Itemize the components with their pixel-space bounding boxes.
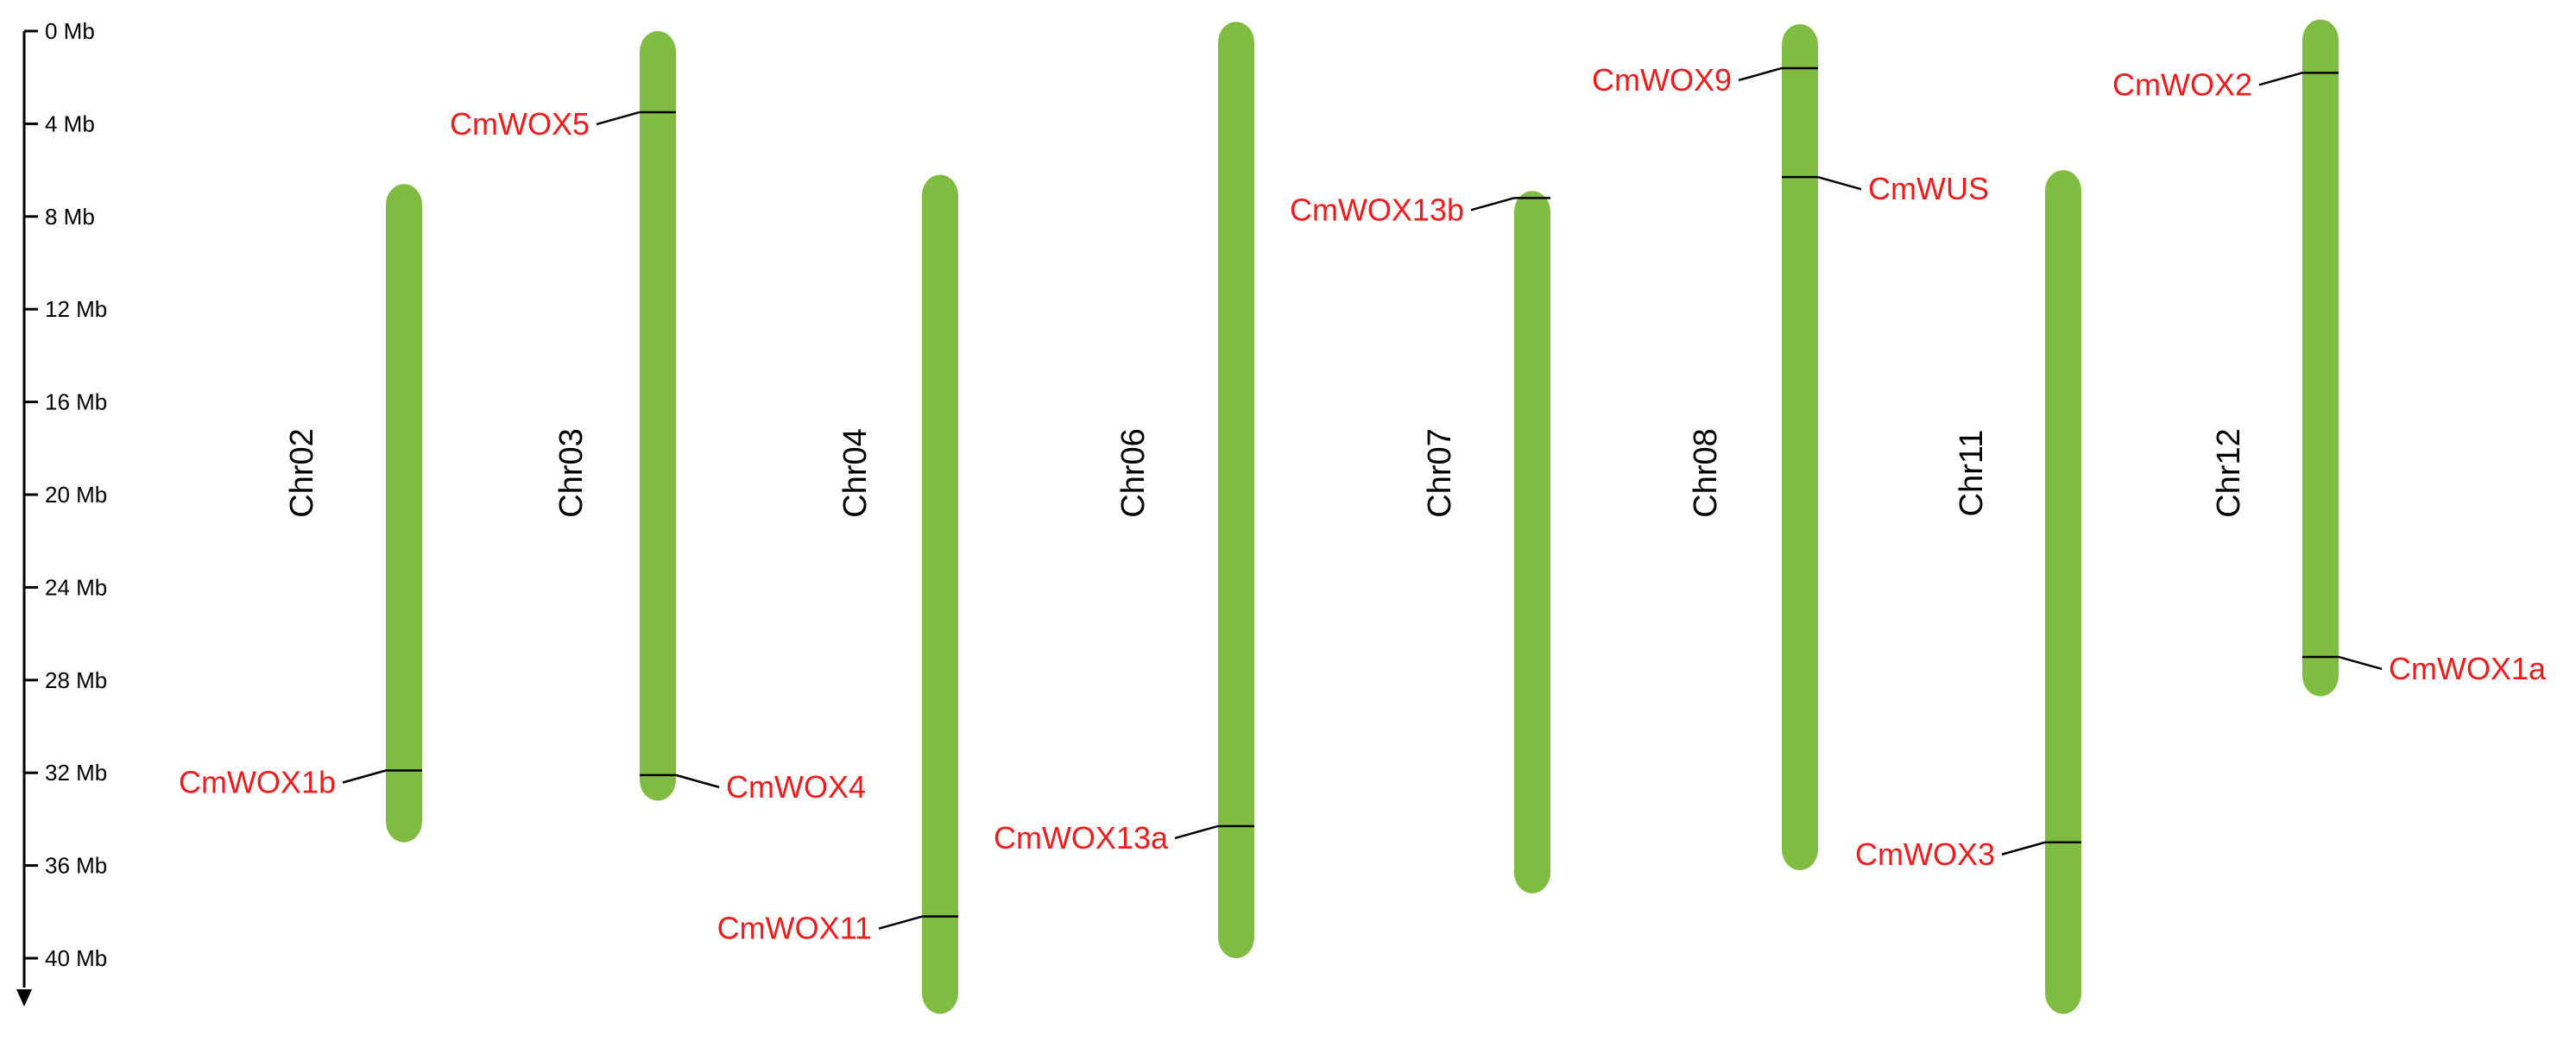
gene-connector (1738, 66, 1783, 82)
scale-tick-label: 4 Mb (45, 110, 95, 136)
chromosome-label: Chr11 (1954, 430, 1990, 517)
chromosome-label: Chr04 (837, 428, 874, 518)
gene-cmwox13a: CmWOX13a (994, 820, 1254, 855)
gene-connector (1817, 175, 1862, 191)
gene-connector (1174, 824, 1219, 840)
scale-tick-label: 0 Mb (45, 18, 95, 44)
gene-connector (2001, 841, 2046, 855)
gene-connector (675, 773, 720, 789)
gene-cmwus: CmWUS (1782, 171, 1989, 206)
gene-label: CmWUS (1868, 171, 1989, 206)
scale-axis: 0 Mb 4 Mb 8 Mb 12 Mb 16 Mb 20 Mb 24 Mb 28 Mb 32 … (16, 18, 107, 1007)
gene-connector (2338, 655, 2383, 671)
chromosome-label: Chr02 (284, 428, 320, 518)
scale-tick-label: 12 Mb (45, 296, 107, 322)
chromosome-bar (1782, 23, 1818, 870)
chromosome-label: Chr08 (1688, 428, 1724, 518)
chromosome-bar (1218, 22, 1254, 958)
gene-cmwox11: CmWOX11 (717, 911, 958, 946)
chromosome-bar (1514, 191, 1550, 893)
gene-cmwox13b: CmWOX13b (1290, 192, 1550, 227)
chromosome-label: Chr12 (2211, 428, 2247, 518)
chromosome-bar (922, 174, 958, 1014)
gene-cmwox4: CmWOX4 (640, 769, 866, 805)
chromosome-bar (2302, 19, 2339, 697)
gene-label: CmWOX3 (1855, 837, 1995, 872)
gene-label: CmWOX13a (994, 820, 1169, 855)
gene-cmwox3: CmWOX3 (1855, 837, 2081, 872)
gene-label: CmWOX2 (2112, 66, 2252, 102)
chromosome-bar (2045, 170, 2081, 1014)
gene-connector (878, 915, 923, 930)
scale-tick-label: 32 Mb (45, 760, 107, 786)
chromosome-bar (386, 184, 422, 843)
gene-cmwox1b: CmWOX1b (179, 765, 422, 800)
scale-tick-label: 36 Mb (45, 853, 107, 879)
scale-tick-label: 16 Mb (45, 389, 107, 415)
chromosome-label: Chr06 (1115, 428, 1152, 518)
scale-tick-label: 8 Mb (45, 204, 95, 230)
gene-connector (596, 110, 641, 126)
gene-label: CmWOX11 (717, 911, 872, 946)
chromosome-label: Chr07 (1422, 428, 1458, 518)
gene-cmwox2: CmWOX2 (2112, 66, 2339, 102)
scale-tick-label: 24 Mb (45, 574, 107, 600)
gene-label: CmWOX5 (450, 106, 590, 142)
chromosome-label: Chr03 (553, 428, 590, 518)
scale-tick-label: 40 Mb (45, 945, 107, 971)
down-arrow-icon (16, 989, 32, 1007)
gene-cmwox1a: CmWOX1a (2302, 651, 2547, 686)
chromosome-bar (640, 31, 676, 801)
scale-tick-label: 28 Mb (45, 667, 107, 693)
gene-label: CmWOX13b (1290, 192, 1464, 227)
gene-cmwox9: CmWOX9 (1592, 62, 1818, 98)
gene-connector (1470, 197, 1515, 211)
scale-tick-label: 20 Mb (45, 482, 107, 508)
gene-label: CmWOX4 (726, 769, 866, 805)
gene-label: CmWOX9 (1592, 62, 1732, 98)
chromosome-chr07: Chr07 CmWOX13b (1290, 191, 1550, 893)
gene-connector (342, 769, 387, 784)
gene-label: CmWOX1b (179, 765, 336, 800)
gene-cmwox5: CmWOX5 (450, 106, 676, 142)
gene-label: CmWOX1a (2389, 651, 2547, 686)
gene-connector (2258, 72, 2303, 86)
